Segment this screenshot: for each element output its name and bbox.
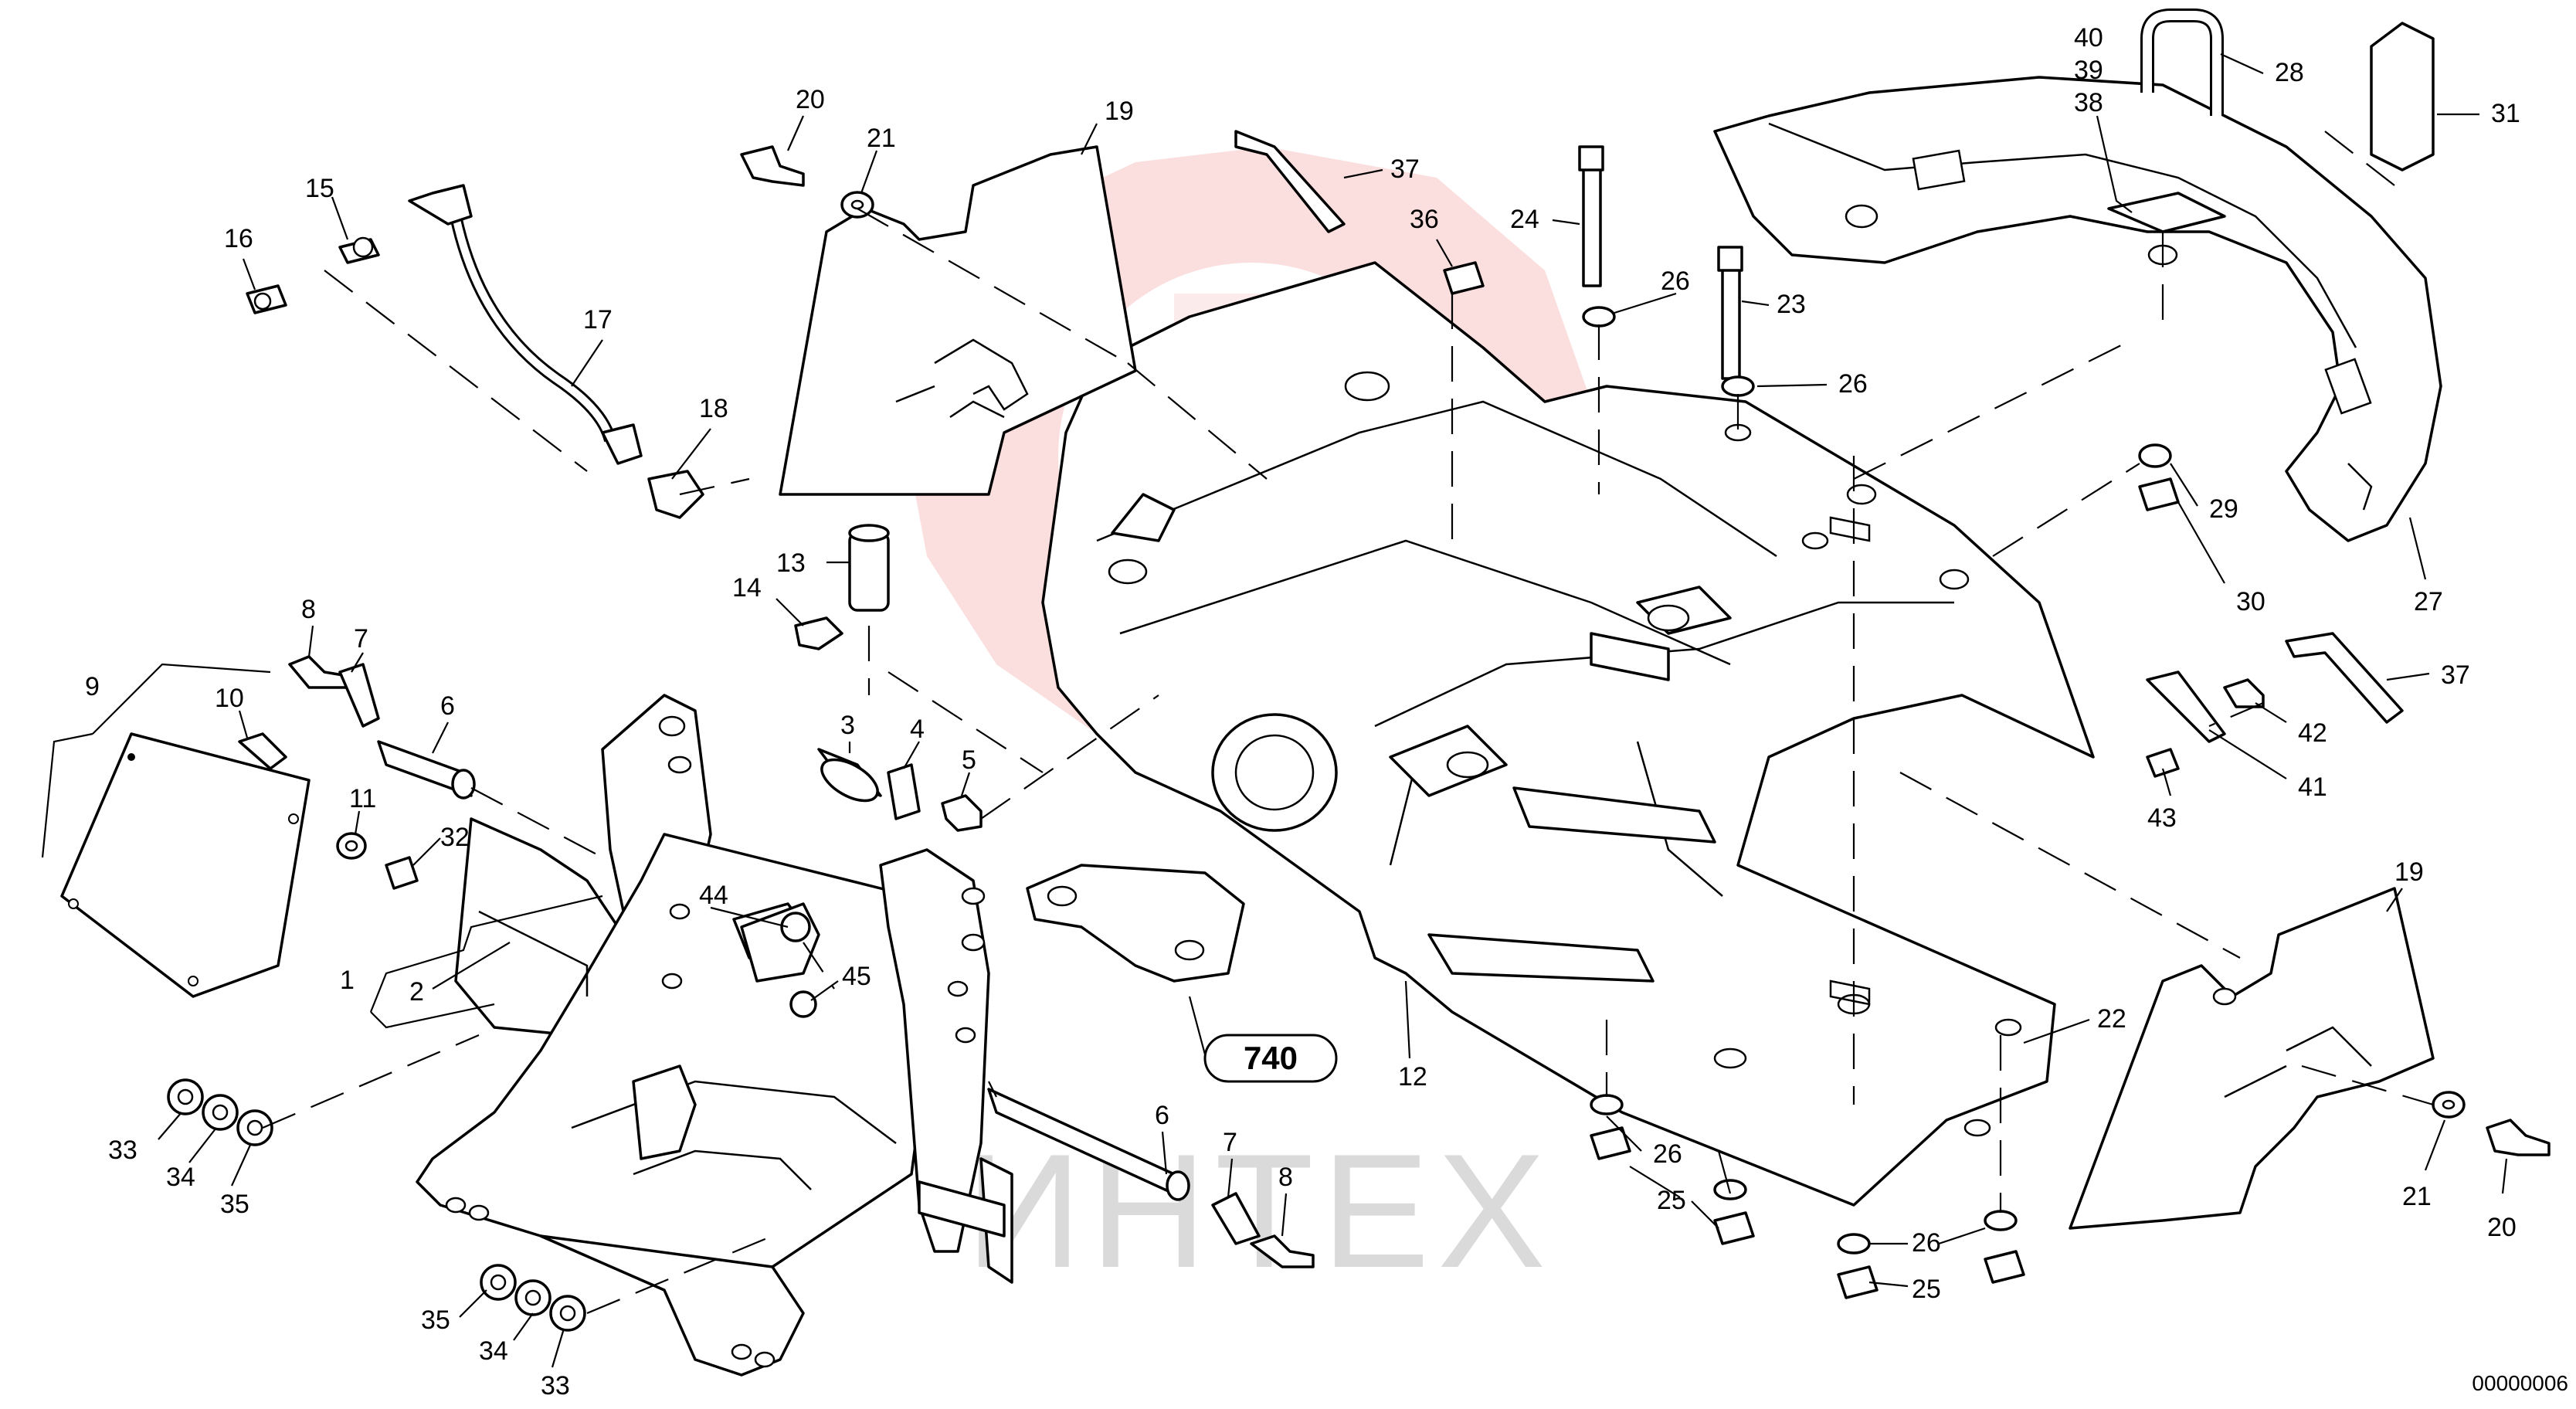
callout-41: 41 [2298, 772, 2327, 802]
callout-10: 10 [215, 684, 244, 713]
callout-30: 30 [2236, 587, 2265, 616]
callout-5: 5 [962, 745, 976, 775]
callout-8: 8 [301, 595, 316, 624]
callout-22: 22 [2097, 1004, 2126, 1034]
callout-26-c: 26 [1653, 1139, 1682, 1169]
callout-27: 27 [2414, 587, 2443, 616]
callout-21: 21 [867, 124, 896, 153]
callout-39: 39 [2074, 56, 2103, 85]
callout-28: 28 [2275, 58, 2304, 87]
callout-12: 12 [1398, 1062, 1427, 1092]
callout-19: 19 [1105, 97, 1134, 126]
callout-25: 25 [1657, 1186, 1686, 1215]
callout-21-b: 21 [2402, 1182, 2432, 1211]
callout-32: 32 [440, 823, 470, 852]
callout-19-b: 19 [2394, 857, 2424, 887]
callout-25-b: 25 [1912, 1275, 1941, 1304]
watermark-text: ИНТЕХ [966, 1120, 1553, 1302]
assembly-ref-label: 740 [1244, 1040, 1298, 1076]
callout-labels: 20 21 19 15 16 17 18 13 14 8 7 6 9 10 11… [85, 23, 2520, 1401]
callout-45: 45 [842, 962, 871, 991]
side-shield-part-19-right [2069, 887, 2435, 1230]
callout-14: 14 [732, 573, 762, 603]
callout-11: 11 [349, 784, 376, 813]
callout-15: 15 [305, 174, 334, 203]
callout-20: 20 [796, 85, 825, 114]
callout-13: 13 [776, 548, 806, 578]
cover-plate-part-9 [41, 663, 311, 998]
callout-35: 35 [220, 1190, 249, 1219]
assembly-lines [262, 131, 2434, 1315]
callout-34-b: 34 [479, 1336, 508, 1366]
callout-33: 33 [108, 1136, 137, 1165]
callout-7-b: 7 [1223, 1128, 1237, 1157]
callout-43: 43 [2147, 803, 2177, 833]
callout-16: 16 [224, 224, 253, 253]
callout-40: 40 [2074, 23, 2103, 53]
callout-7: 7 [354, 624, 368, 654]
callout-34: 34 [166, 1163, 195, 1192]
callout-23: 23 [1777, 290, 1806, 319]
rear-curved-shield-part-27 [1713, 76, 2442, 542]
callout-37: 37 [1390, 154, 1420, 184]
callout-6-b: 6 [1155, 1101, 1169, 1130]
callout-18: 18 [699, 394, 728, 423]
callout-44: 44 [699, 881, 728, 910]
callout-9: 9 [85, 672, 100, 701]
callout-4: 4 [910, 715, 925, 744]
callout-29: 29 [2209, 494, 2238, 524]
callout-26-b: 26 [1838, 369, 1868, 399]
assembly-740-callout: 740 [1026, 864, 1338, 1083]
callout-36: 36 [1410, 205, 1439, 234]
callout-35-b: 35 [421, 1305, 450, 1335]
small-parts [167, 8, 2551, 1332]
callout-2: 2 [409, 977, 424, 1007]
callout-31: 31 [2491, 99, 2520, 128]
callout-37-b: 37 [2441, 660, 2470, 690]
callout-17: 17 [583, 305, 613, 334]
callout-8-b: 8 [1278, 1163, 1293, 1192]
main-frame-part-12 [1041, 261, 2095, 1207]
callout-6: 6 [440, 691, 455, 721]
callout-3: 3 [840, 711, 855, 740]
callout-26: 26 [1661, 267, 1690, 296]
callout-42: 42 [2298, 718, 2327, 748]
callout-38: 38 [2074, 88, 2103, 117]
leader-lines [158, 53, 2508, 1368]
document-number: 00000006 [2472, 1371, 2568, 1395]
callout-26-d: 26 [1912, 1228, 1941, 1258]
callout-1: 1 [340, 966, 355, 995]
callout-20-b: 20 [2487, 1213, 2517, 1242]
callout-33-b: 33 [541, 1371, 570, 1401]
callout-24: 24 [1510, 205, 1539, 234]
